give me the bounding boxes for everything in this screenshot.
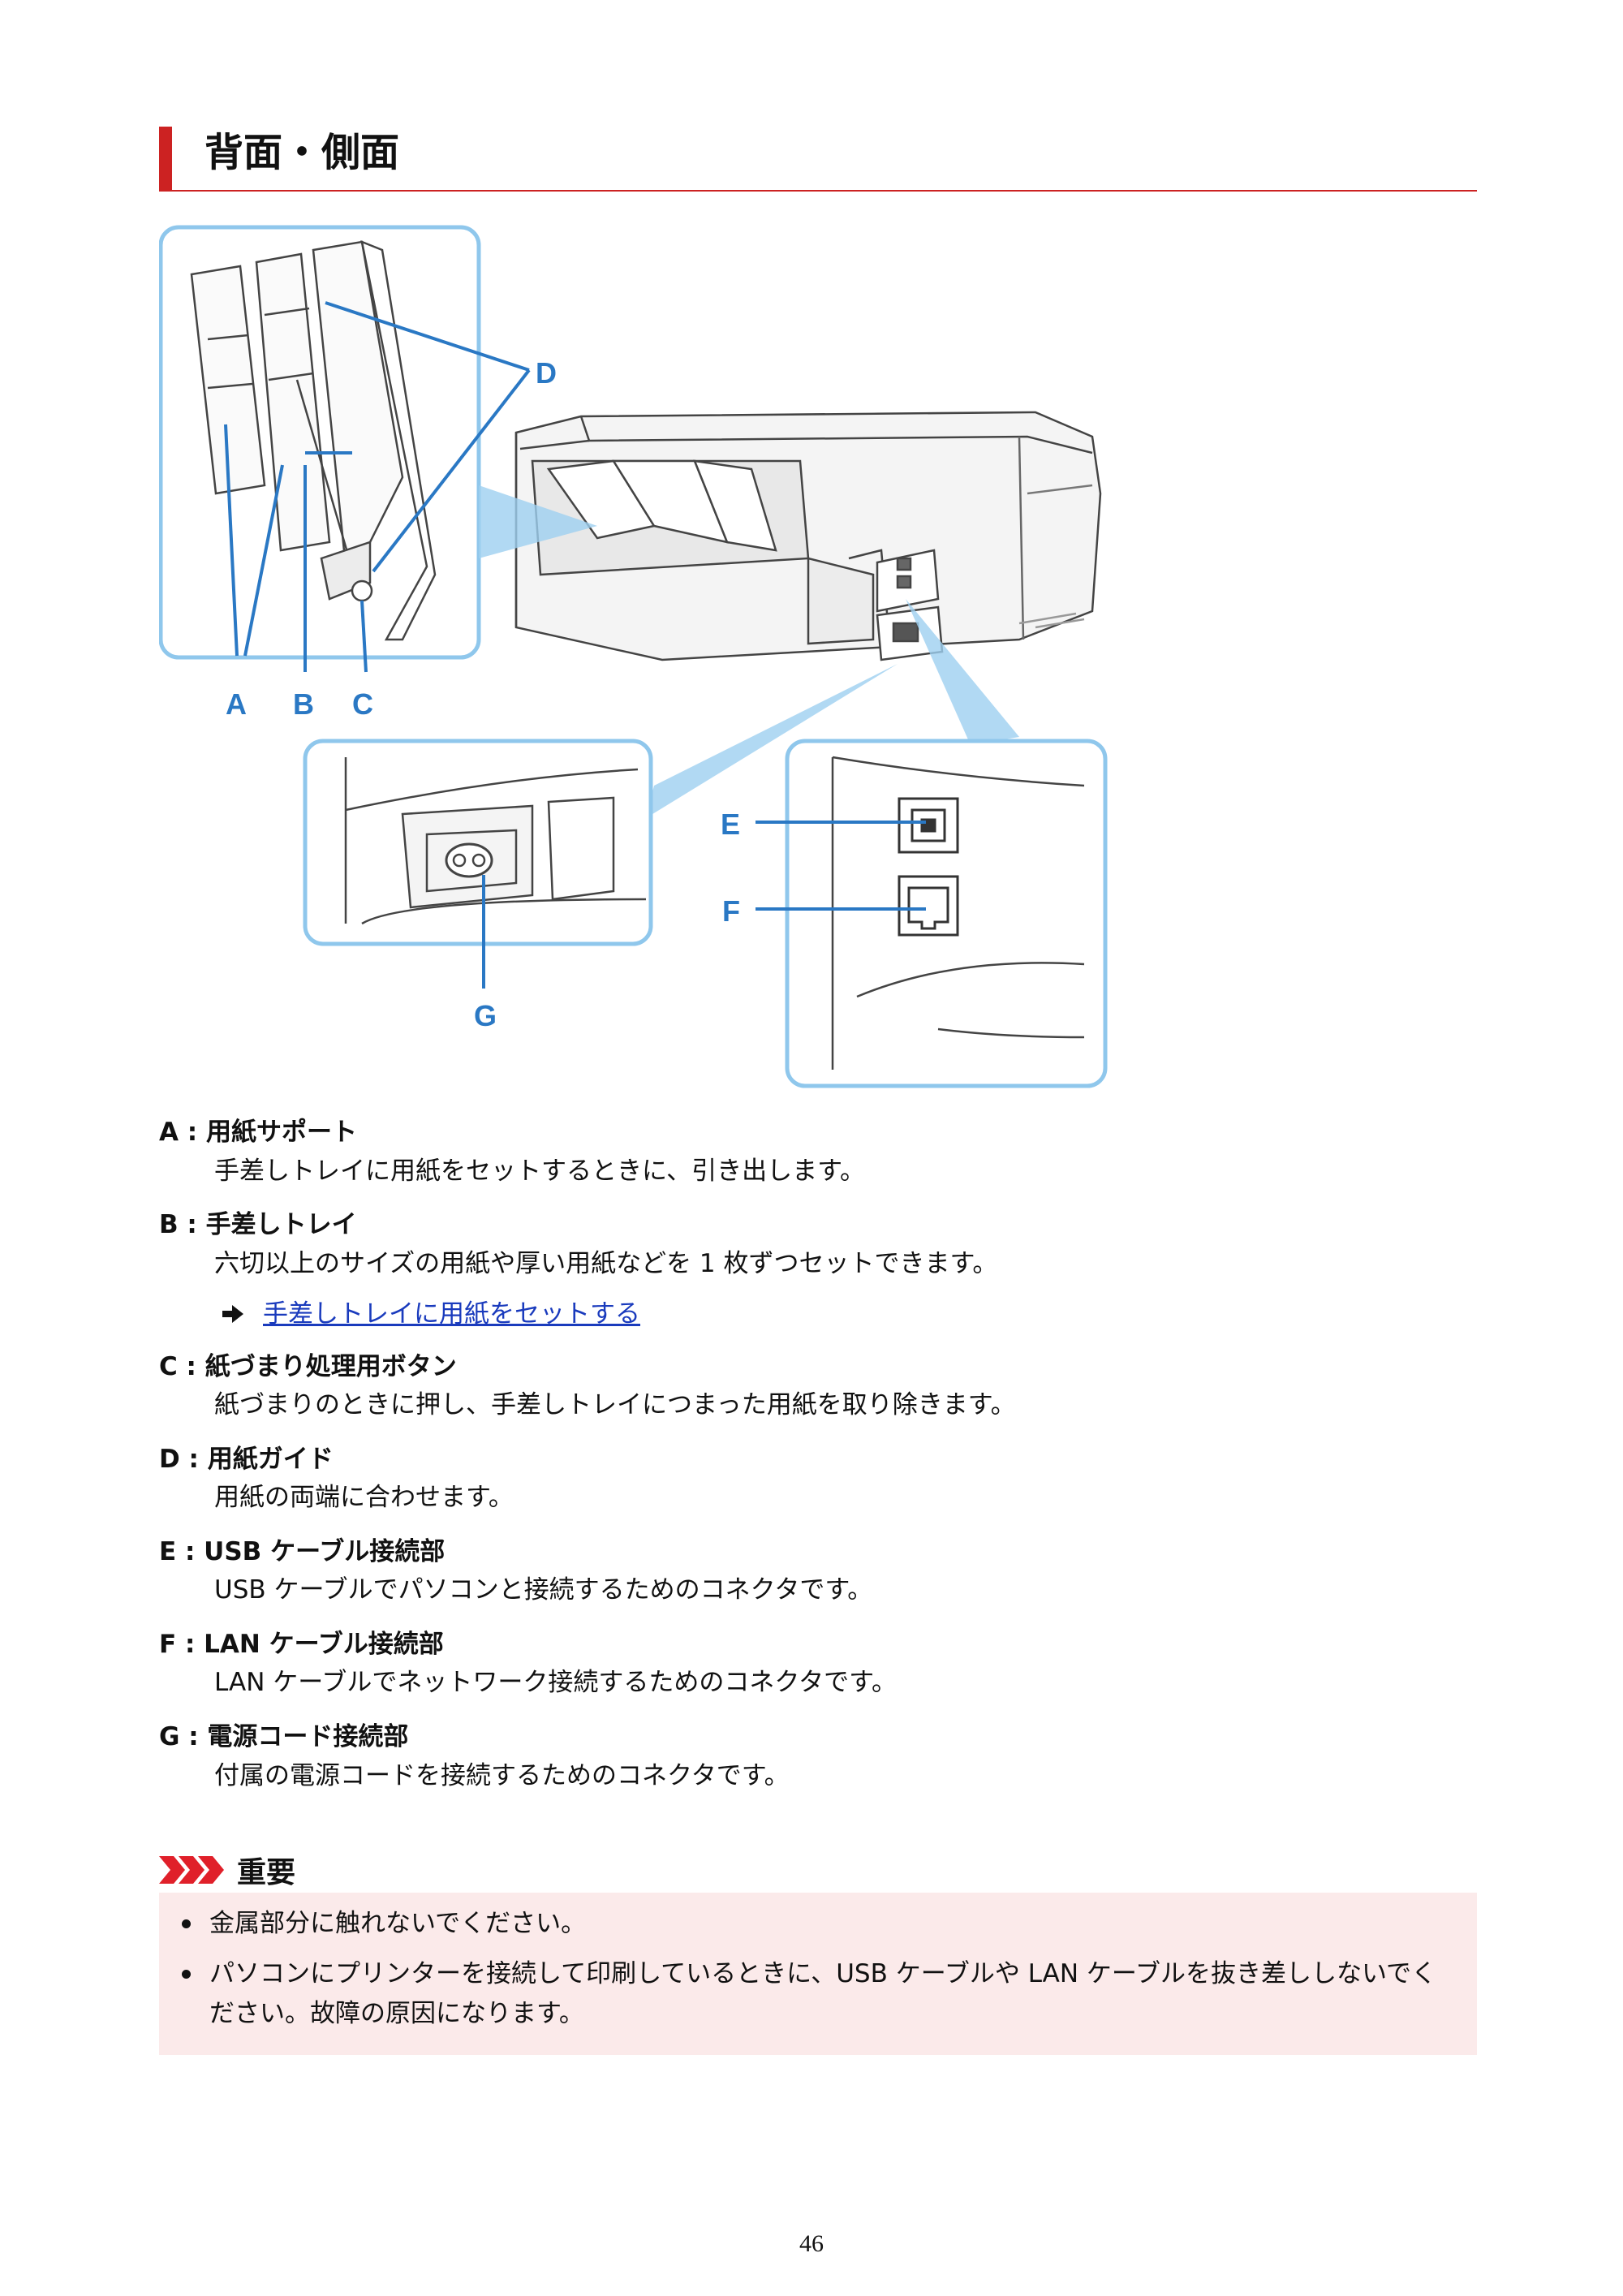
callout-connector-ports [906, 599, 1019, 745]
printer-illustration-svg: D A B C [159, 225, 1108, 1088]
list-item: B : 手差しトレイ 六切以上のサイズの用紙や厚い用紙などを 1 枚ずつセットで… [159, 1206, 1477, 1333]
callout-label-e: E [721, 808, 740, 841]
list-item: A : 用紙サポート 手差しトレイに用紙をセットするときに、引き出します。 [159, 1114, 1477, 1191]
part-term: C : 紙づまり処理用ボタン [159, 1351, 457, 1381]
callout-label-d: D [536, 356, 557, 390]
part-description: 用紙の両端に合わせます。 [214, 1483, 514, 1513]
ports-detail-panel [785, 739, 1108, 1088]
important-heading: 重要 [159, 1849, 295, 1891]
callout-label-f: F [722, 894, 740, 928]
list-item: G : 電源コード接続部 付属の電源コードを接続するためのコネクタです。 [159, 1718, 1477, 1796]
callout-abc-lines [224, 424, 368, 673]
list-item: E : USB ケーブル接続部 USB ケーブルでパソコンと接続するためのコネク… [159, 1533, 1477, 1611]
part-description: USB ケーブルでパソコンと接続するためのコネクタです。 [214, 1575, 873, 1605]
part-description: LAN ケーブルでネットワーク接続するためのコネクタです。 [214, 1668, 898, 1698]
triple-chevron-icon [159, 1856, 224, 1884]
part-term: F : LAN ケーブル接続部 [159, 1629, 444, 1659]
part-term: E : USB ケーブル接続部 [159, 1536, 446, 1566]
heading-accent-bar [159, 127, 172, 190]
lan-port [898, 875, 959, 937]
page-title: 背面・側面 [204, 130, 400, 175]
part-description: 紙づまりのときに押し、手差しトレイにつまった用紙を取り除きます。 [214, 1390, 1016, 1420]
bullet-icon [182, 1969, 191, 1979]
bullet-icon [182, 1919, 191, 1928]
printer-body [514, 411, 1102, 661]
power-connector-detail-panel [303, 739, 653, 946]
part-term: G : 電源コード接続部 [159, 1722, 409, 1752]
important-bullet-text: パソコンにプリンターを接続して印刷しているときに、USB ケーブルや LAN ケ… [209, 1958, 1437, 2029]
list-item: F : LAN ケーブル接続部 LAN ケーブルでネットワーク接続するためのコネ… [159, 1626, 1477, 1704]
callout-connector-left [479, 485, 597, 558]
callout-label-g: G [474, 999, 497, 1032]
callout-connector-power [646, 664, 898, 818]
callout-label-c: C [352, 687, 373, 721]
important-bullet-list: 金属部分に触れないでください。 パソコンにプリンターを接続して印刷しているときに… [179, 1904, 1461, 2035]
arrow-right-icon [222, 1305, 243, 1324]
callout-label-a: A [226, 687, 247, 721]
part-description: 六切以上のサイズの用紙や厚い用紙などを 1 枚ずつセットできます。 [214, 1248, 998, 1278]
parts-description-list: A : 用紙サポート 手差しトレイに用紙をセットするときに、引き出します。 B … [159, 1114, 1477, 1811]
part-term: B : 手差しトレイ [159, 1210, 357, 1240]
load-paper-manual-tray-link[interactable]: 手差しトレイに用紙をセットする [263, 1299, 640, 1329]
part-description: 手差しトレイに用紙をセットするときに、引き出します。 [214, 1156, 865, 1186]
callout-ef-lines [756, 821, 926, 911]
related-link-row: 手差しトレイに用紙をセットする [159, 1295, 1477, 1333]
part-description: 付属の電源コードを接続するためのコネクタです。 [214, 1760, 790, 1790]
list-item: パソコンにプリンターを接続して印刷しているときに、USB ケーブルや LAN ケ… [179, 1954, 1461, 2035]
part-term: A : 用紙サポート [159, 1118, 357, 1147]
callout-label-b: B [293, 687, 314, 721]
important-bullet-text: 金属部分に触れないでください。 [209, 1909, 587, 1938]
important-title: 重要 [237, 1856, 296, 1889]
list-item: C : 紙づまり処理用ボタン 紙づまりのときに押し、手差しトレイにつまった用紙を… [159, 1348, 1477, 1426]
important-notice-box: 金属部分に触れないでください。 パソコンにプリンターを接続して印刷しているときに… [159, 1893, 1477, 2055]
printer-rear-side-illustration: D A B C [159, 218, 1109, 1094]
section-heading: 背面・側面 [159, 127, 1477, 192]
part-term: D : 用紙ガイド [159, 1444, 334, 1474]
page-number: 46 [799, 2230, 824, 2257]
list-item: 金属部分に触れないでください。 [179, 1904, 1461, 1945]
list-item: D : 用紙ガイド 用紙の両端に合わせます。 [159, 1441, 1477, 1518]
callout-d-lines [325, 301, 531, 573]
manual-tray-detail-panel [159, 225, 481, 660]
